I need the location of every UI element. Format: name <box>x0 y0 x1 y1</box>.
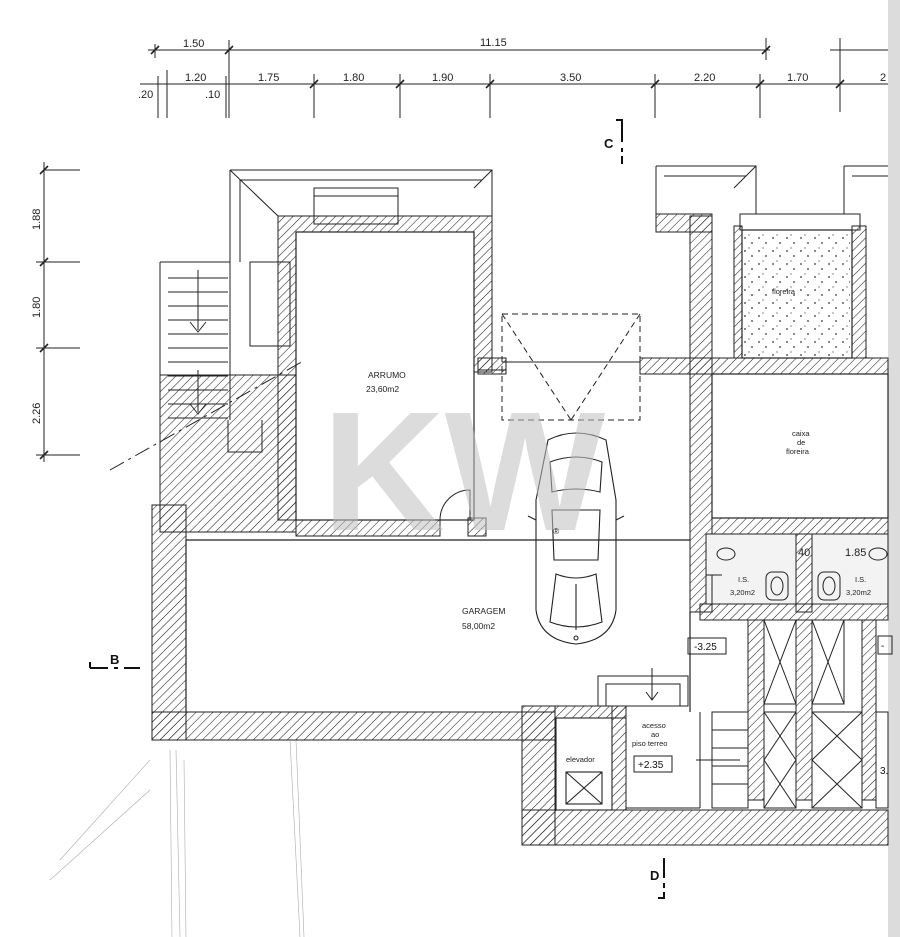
section-b-label: B <box>110 652 119 667</box>
dim-40: 40 <box>798 547 810 559</box>
garage-door <box>478 313 641 421</box>
is-1-name: I.S. <box>738 575 749 584</box>
left-stair <box>109 270 306 471</box>
dim-1-70: 1.70 <box>787 72 808 84</box>
watermark-letters: KW <box>322 377 606 567</box>
level-markers: -3.25 +2.35 - 3. <box>633 635 893 777</box>
acesso-line-1: acesso <box>642 721 666 730</box>
dim-0-20: .20 <box>138 89 153 101</box>
car-icon <box>527 432 625 645</box>
dimension-ticks <box>39 45 845 460</box>
dim-1-90: 1.90 <box>432 72 453 84</box>
watermark-registered-mark: ® <box>553 526 560 536</box>
walls <box>151 213 889 846</box>
caixa-line-2: de <box>797 438 805 447</box>
arrumo-door-swing <box>439 489 471 521</box>
dim-1-85: 1.85 <box>845 547 866 559</box>
garagem-name: GARAGEM <box>462 606 505 616</box>
caixa-line-1: caixa <box>792 429 810 438</box>
scan-edge <box>888 0 900 937</box>
acesso-line-2: ao <box>651 730 659 739</box>
level-right-b: 3. <box>880 766 888 777</box>
floreira-planting <box>744 232 850 356</box>
section-d-label: D <box>650 868 659 883</box>
floreira-name: floreira <box>772 287 796 296</box>
access-stair <box>597 668 701 809</box>
service-shafts <box>763 619 845 705</box>
scan-artifacts <box>49 739 305 937</box>
arrumo-area: 23,60m2 <box>366 384 399 394</box>
garagem-area: 58,00m2 <box>462 621 495 631</box>
level-garage: -3.25 <box>694 642 717 653</box>
dimension-lines <box>36 38 888 462</box>
level-right-a: - <box>881 641 884 652</box>
room-labels: ARRUMO 23,60m2 GARAGEM 58,00m2 floreira … <box>366 287 871 764</box>
is-2-name: I.S. <box>855 575 866 584</box>
section-markers <box>89 119 665 899</box>
kw-watermark: KW ® <box>322 377 606 567</box>
dim-0-10: .10 <box>205 89 220 101</box>
section-c-label: C <box>604 136 614 151</box>
acesso-line-3: piso terreo <box>632 739 667 748</box>
is-1-area: 3,20m2 <box>730 588 755 597</box>
dim-1-75: 1.75 <box>258 72 279 84</box>
dim-3-50: 3.50 <box>560 72 581 84</box>
room-outlines <box>185 229 889 712</box>
is-rooms <box>705 533 889 605</box>
elevator-icon <box>555 717 613 811</box>
dimension-labels: 1.50 11.15 1.20 1.75 1.80 1.90 3.50 2.20… <box>31 37 886 424</box>
dim-2-26: 2.26 <box>31 403 43 424</box>
dim-1-80: 1.80 <box>343 72 364 84</box>
dim-1-20: 1.20 <box>185 72 206 84</box>
is-2-area: 3,20m2 <box>846 588 871 597</box>
level-access: +2.35 <box>638 760 664 771</box>
dim-1-80-vertical: 1.80 <box>31 297 43 318</box>
dim-1-88: 1.88 <box>31 209 43 230</box>
dim-2-20: 2.20 <box>694 72 715 84</box>
dim-2: 2 <box>880 72 886 84</box>
arrumo-name: ARRUMO <box>368 370 406 380</box>
caixa-line-3: floreira <box>786 447 810 456</box>
spiral-stairs <box>696 711 889 809</box>
dim-11-15: 11.15 <box>480 37 507 49</box>
dim-1-50: 1.50 <box>183 38 204 50</box>
elevador-name: elevador <box>566 755 595 764</box>
